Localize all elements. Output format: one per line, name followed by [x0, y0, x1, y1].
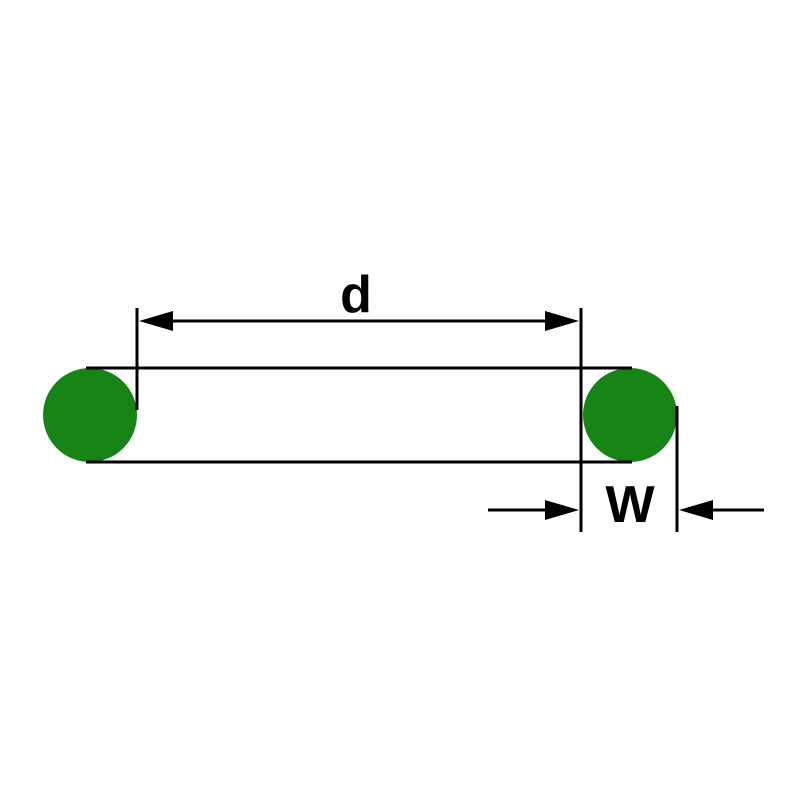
diameter-arrow-right-icon: [545, 311, 579, 331]
oring-left-cross-section: [43, 368, 137, 462]
oring-right-cross-section: [583, 368, 677, 462]
width-arrow-pointing-right-icon: [545, 500, 579, 520]
diameter-arrow-left-icon: [139, 311, 173, 331]
cross-section-width-label: W: [605, 476, 655, 534]
inner-diameter-label: d: [340, 266, 372, 324]
width-arrow-pointing-left-icon: [679, 500, 713, 520]
